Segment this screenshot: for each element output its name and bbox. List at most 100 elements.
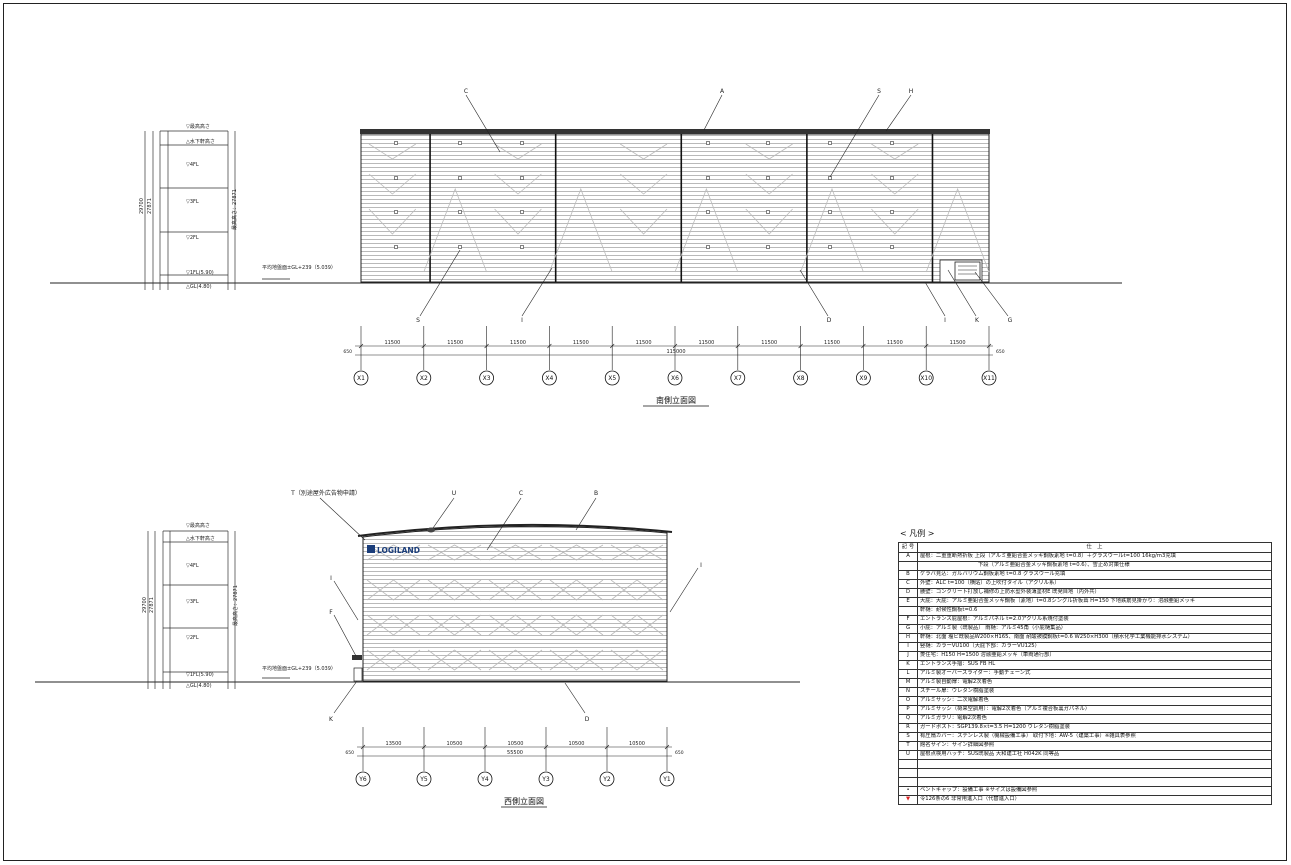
south-elevation: ▽最高高さ △水下軒高さ ▽4FL ▽3FL ▽2FL ▽1FL(5.90) △… bbox=[50, 88, 1122, 407]
facade-pattern bbox=[427, 544, 482, 561]
legend-row: 軒樋：耐候性鋼板t=0.6 bbox=[898, 606, 1272, 616]
facade-pattern bbox=[610, 614, 664, 636]
grid-label: X7 bbox=[734, 375, 742, 382]
grid-bubble bbox=[730, 370, 746, 386]
legend-code: K bbox=[898, 660, 918, 670]
facade-pattern bbox=[674, 187, 739, 273]
facade-window bbox=[890, 245, 894, 249]
edge-dimension: 650 bbox=[345, 750, 354, 756]
facade-pattern bbox=[494, 173, 542, 195]
level-dim: 29700 bbox=[142, 597, 148, 613]
callout-label: S bbox=[416, 317, 420, 324]
level-label: ▽4FL bbox=[186, 563, 199, 569]
west-elevation: LOGILAND ▽最高高さ △水下軒高さ ▽4FL ▽3FL ▽2FL ▽1F… bbox=[35, 489, 800, 808]
facade-pattern bbox=[488, 649, 543, 671]
legend-code: M bbox=[898, 678, 918, 688]
grid-bubble bbox=[477, 771, 493, 787]
legend-row bbox=[898, 777, 1272, 787]
total-dimension: 115000 bbox=[666, 349, 685, 355]
legend-text: 有圧扇カバー：ステンレス製（機械設備工事） 取付下地：AW-5（建築工事）※雑具… bbox=[917, 732, 1272, 742]
facade-pattern bbox=[619, 173, 668, 195]
facade-window bbox=[394, 141, 398, 145]
drawing-title: 西側立面図 bbox=[504, 796, 544, 806]
legend-text: エントランス手摺：SUS FB HL bbox=[917, 660, 1272, 670]
facade-pattern bbox=[549, 649, 604, 671]
facade-window bbox=[520, 176, 524, 180]
legend-text: ガードポスト：SGP139.8×t=3.5 H=1200 ウレタン樹脂塗装 bbox=[917, 723, 1272, 733]
facade-pattern bbox=[745, 208, 793, 235]
facade-pattern bbox=[366, 649, 421, 671]
grid-bubble bbox=[542, 370, 557, 386]
span-dimension: 11500 bbox=[950, 340, 966, 346]
dimension-tick bbox=[547, 343, 552, 349]
callout-label: F bbox=[329, 609, 333, 616]
legend-code: H bbox=[898, 633, 918, 643]
facade-pattern bbox=[871, 143, 919, 160]
facade-pattern bbox=[610, 579, 664, 601]
grid-label: Y2 bbox=[602, 776, 611, 783]
level-label: △GL(4.80) bbox=[186, 683, 212, 689]
grid-label: X1 bbox=[357, 375, 365, 382]
dimension-tick bbox=[358, 343, 364, 349]
callout-label: I bbox=[330, 575, 332, 582]
grid-bubble bbox=[599, 771, 615, 787]
grid-label: X9 bbox=[859, 375, 867, 382]
legend-text: スチール扉：ウレタン樹脂塗装 bbox=[917, 687, 1272, 697]
dimension-tick bbox=[798, 343, 803, 349]
legend-code: J bbox=[898, 651, 918, 661]
grid-label: X10 bbox=[920, 375, 932, 382]
facade-pattern bbox=[427, 579, 482, 601]
level-dim: 27871 bbox=[149, 597, 155, 613]
legend-code: C bbox=[898, 579, 918, 589]
facade-pattern bbox=[619, 208, 668, 235]
facade-pattern bbox=[871, 173, 919, 195]
legend-code: F bbox=[898, 615, 918, 625]
legend-text: ケラバ見込：ガルバリウム鋼板素地 t=0.8 グラスウール充填 bbox=[917, 570, 1272, 580]
grid-bubble bbox=[416, 370, 432, 386]
level-label: ▽3FL bbox=[186, 199, 199, 205]
legend-text: 軒樋：北面 塩ビ既製品W200×H165、南面 耐酸被膜鋼板t=0.6 W250… bbox=[917, 633, 1272, 643]
legend-code: R bbox=[898, 723, 918, 733]
legend-text: 館名サイン：サイン詳細図参照 bbox=[917, 741, 1272, 751]
span-dimension: 11500 bbox=[887, 340, 903, 346]
legend-code: D bbox=[898, 588, 918, 598]
span-dimension: 10500 bbox=[508, 741, 524, 747]
facade-pattern bbox=[610, 544, 664, 561]
callout-label: I bbox=[700, 562, 702, 569]
legend-text: 菱住宅：H150 H=1500 溶融亜鉛メッキ（車両通行部） bbox=[917, 651, 1272, 661]
callout-label: C bbox=[464, 88, 468, 95]
legend-text: 令126条の6 非常用進入口（代替進入口） bbox=[917, 795, 1272, 805]
legend-text: アルミ製自動扉：電解2次着色 bbox=[917, 678, 1272, 688]
drawing-title: 南側立面図 bbox=[656, 395, 696, 405]
logiland-sign: LOGILAND bbox=[367, 545, 420, 555]
grid-bubble bbox=[538, 771, 554, 787]
dimension-tick bbox=[604, 744, 610, 750]
facade-pattern bbox=[610, 649, 664, 671]
facade-pattern bbox=[488, 544, 543, 561]
facade-window bbox=[828, 141, 832, 145]
facade-pattern bbox=[366, 544, 421, 561]
callout-label: D bbox=[585, 716, 590, 723]
facade-pattern bbox=[619, 143, 668, 160]
facade-window bbox=[520, 210, 524, 214]
facade-window bbox=[394, 245, 398, 249]
level-label: △水下軒高さ bbox=[186, 138, 215, 145]
facade-pattern bbox=[427, 614, 482, 636]
legend-text: アルミガラリ：電解2次着色 bbox=[917, 714, 1272, 724]
grid-bubble bbox=[604, 370, 620, 386]
facade-window bbox=[890, 176, 894, 180]
legend-code: O bbox=[898, 696, 918, 706]
legend-text: 腰壁：コンクリート打放し補修の上防水型外装薄塗材E 既発目地（内外共） bbox=[917, 588, 1272, 598]
facade-window bbox=[890, 210, 894, 214]
grid-bubble bbox=[479, 370, 495, 386]
callout-label: S bbox=[877, 88, 881, 95]
legend-code: E bbox=[898, 597, 918, 607]
